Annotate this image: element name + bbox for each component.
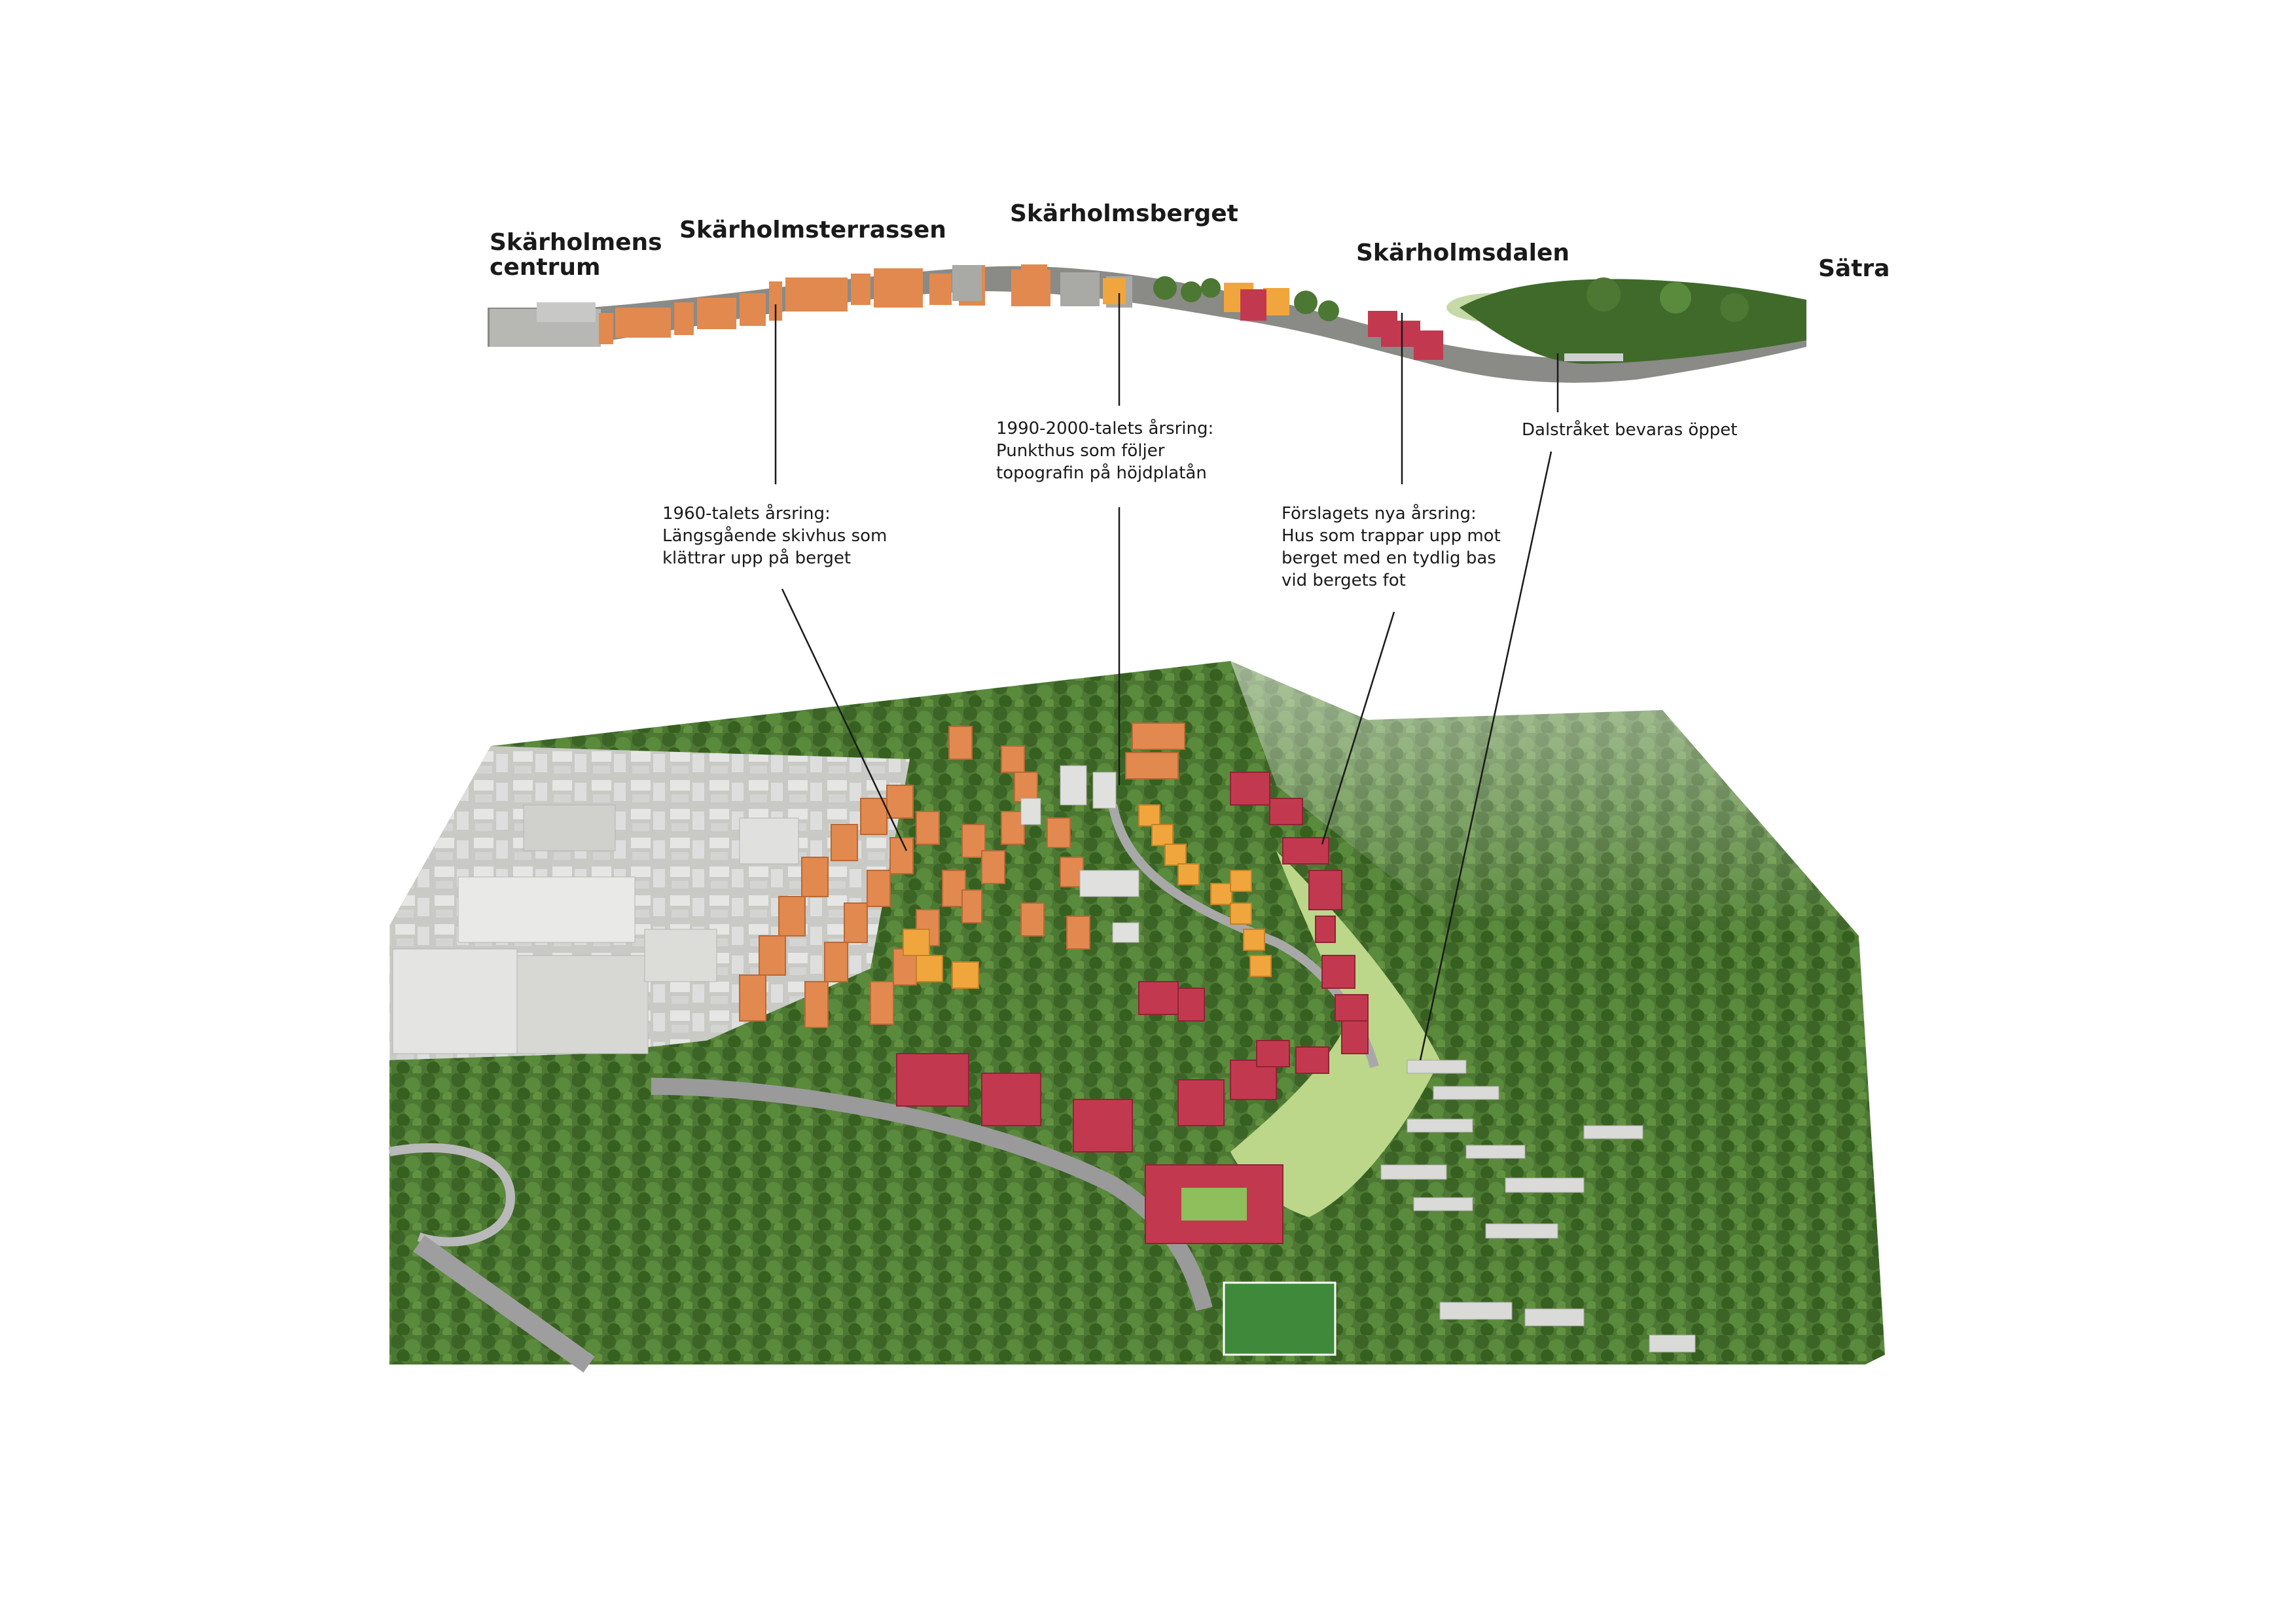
section-1960-slabs bbox=[599, 264, 1050, 344]
satra-houses bbox=[1380, 1060, 1696, 1353]
leader-valley-bottom bbox=[1419, 451, 1552, 1061]
section-1990-points bbox=[1103, 278, 1289, 315]
label-satra: Sätra bbox=[1818, 255, 1890, 282]
leader-lines bbox=[774, 293, 1559, 1061]
label-terrassen: Skärholmsterrassen bbox=[679, 217, 946, 243]
interchange bbox=[388, 1143, 516, 1247]
main-road bbox=[651, 1078, 1213, 1311]
ring-1990-points bbox=[903, 804, 1272, 989]
annotation-1990: 1990-2000-talets årsring: Punkthus som f… bbox=[996, 419, 1214, 483]
annotation-1960: 1960-talets årsring: Längsgående skivhus… bbox=[662, 504, 888, 568]
football-pitch bbox=[1223, 1281, 1336, 1356]
centrum-mall bbox=[392, 804, 799, 1054]
courtyard-block bbox=[1145, 1164, 1283, 1244]
aerial-model bbox=[388, 661, 1885, 1373]
section-trees bbox=[1153, 276, 1806, 364]
valley-meadow bbox=[1230, 851, 1440, 1217]
section-new-ring bbox=[1240, 289, 1443, 360]
ring-new-blocks bbox=[896, 772, 1369, 1152]
label-centrum: Skärholmens centrum bbox=[490, 229, 662, 281]
leader-new-bottom bbox=[1321, 611, 1395, 845]
label-berget: Skärholmsberget bbox=[1010, 200, 1238, 227]
annotation-new: Förslagets nya årsring: Hus som trappar … bbox=[1282, 504, 1501, 590]
motorway bbox=[413, 1235, 595, 1373]
label-dalen: Skärholmsdalen bbox=[1356, 240, 1570, 266]
existing-point-blocks bbox=[1020, 765, 1139, 943]
section-satra-row bbox=[1564, 353, 1623, 361]
annotation-valley: Dalstråket bevaras öppet bbox=[1522, 420, 1738, 440]
section-strip bbox=[488, 264, 1806, 383]
section-centrum-block bbox=[537, 302, 596, 322]
leader-1960-bottom bbox=[781, 588, 908, 851]
